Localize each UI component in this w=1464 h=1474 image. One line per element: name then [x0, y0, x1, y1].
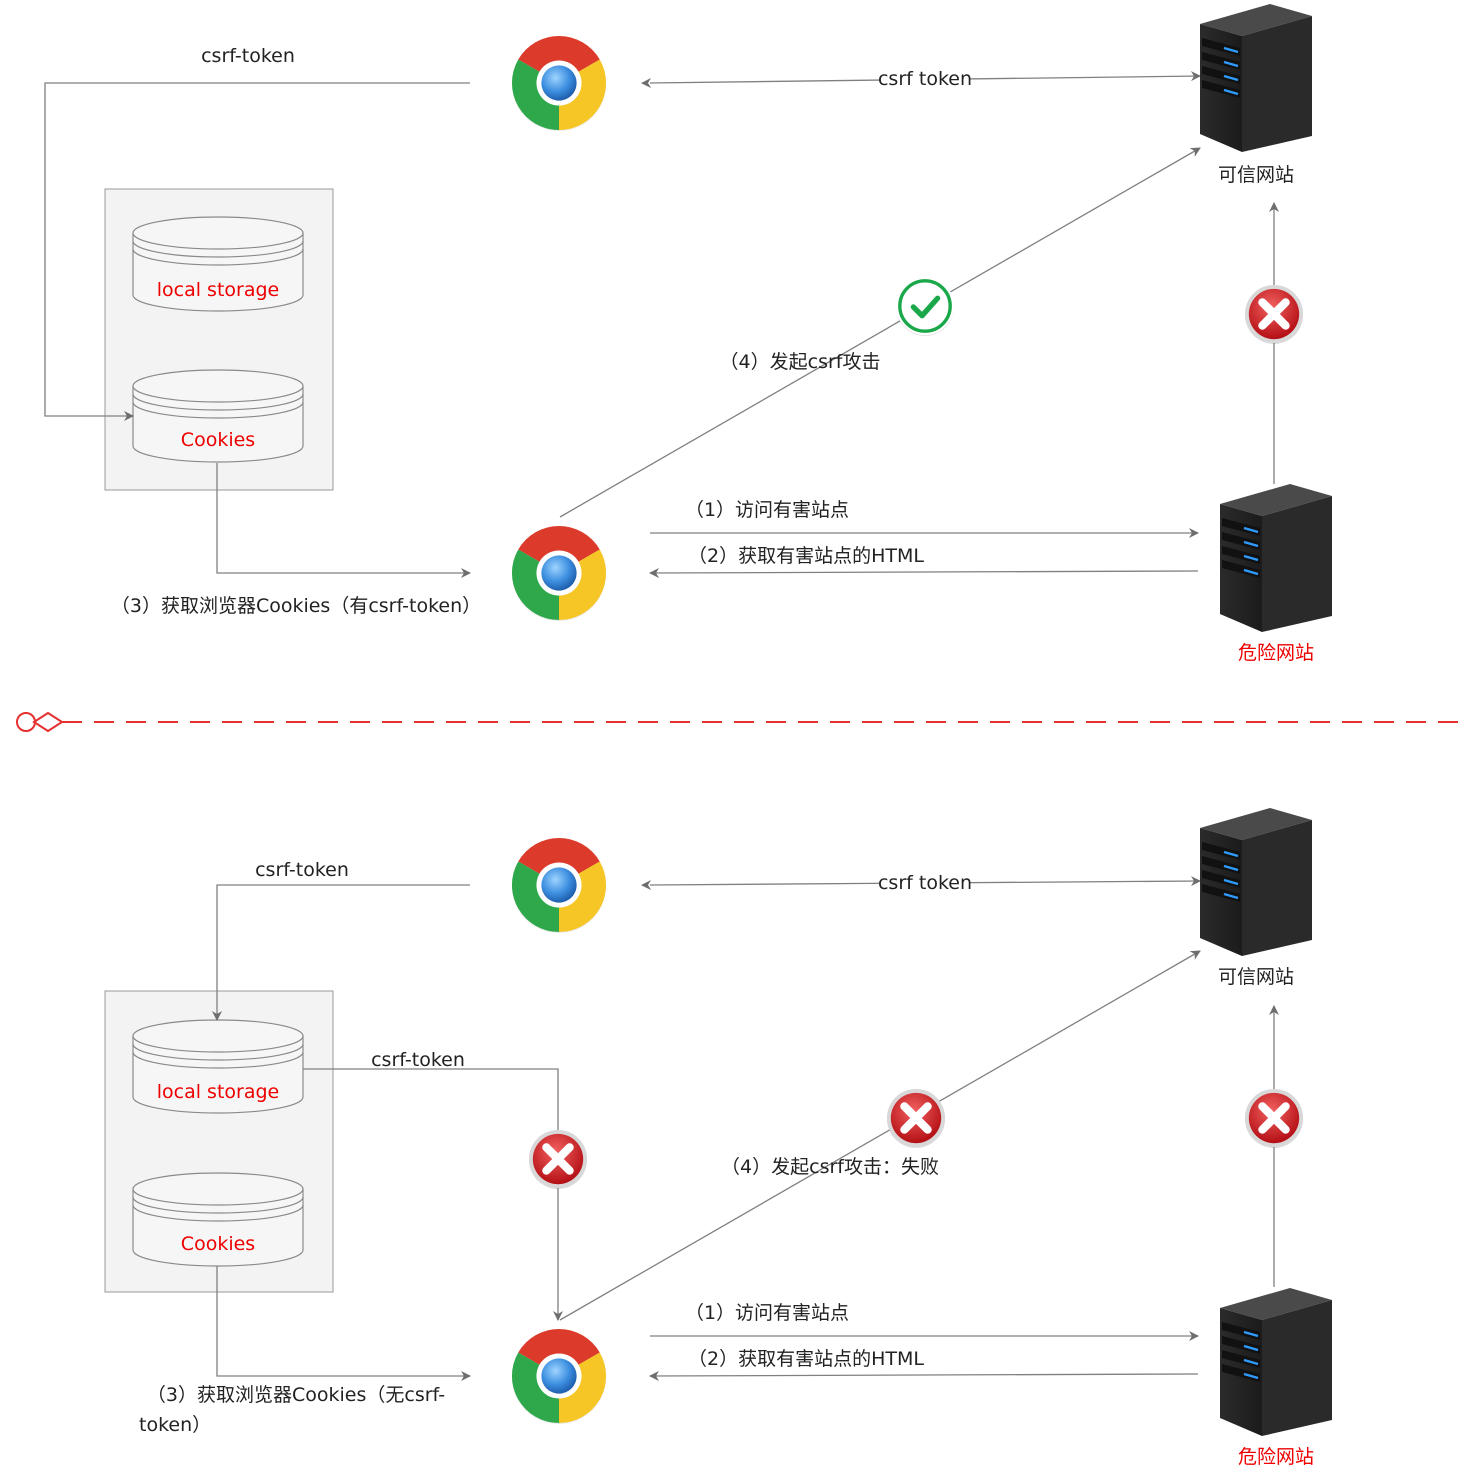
step2-label: （2）获取有害站点的HTML [688, 1348, 924, 1370]
danger-site-label: 危险网站 [1238, 1446, 1314, 1468]
csrf-token-storage-label: csrf-token [371, 1049, 465, 1071]
csrf-token-edge-label: csrf token [878, 68, 972, 90]
error-x-icon [1245, 1089, 1303, 1148]
chrome-browser-icon [511, 525, 607, 622]
error-x-icon [529, 1130, 587, 1189]
local-storage-db-bottom: local storage [132, 1019, 304, 1114]
local-storage-db-top: local storage [132, 216, 304, 312]
bottom-diagram: local storage Cookies csrf-token csrf to… [104, 808, 1332, 1468]
local-storage-label: local storage [157, 279, 280, 301]
step4-label: （4）发起csrf攻击：失败 [721, 1156, 939, 1178]
error-x-icon [887, 1089, 945, 1148]
cookies-db-bottom: Cookies [132, 1172, 304, 1267]
cookies-to-browser-connector [216, 463, 471, 578]
csrf-token-to-storage-connector [212, 884, 470, 1021]
html-connector [649, 567, 1199, 578]
chrome-browser-icon [511, 1328, 607, 1425]
trusted-server-icon [1200, 808, 1312, 956]
storage-to-browser-connector [303, 1068, 563, 1321]
cookies-label: Cookies [181, 429, 255, 451]
danger-server-icon [1220, 484, 1332, 632]
error-x-icon [1245, 285, 1303, 344]
csrf-token-label: csrf-token [201, 45, 295, 67]
trusted-site-label: 可信网站 [1218, 966, 1294, 988]
step3-label-line2: token） [139, 1414, 211, 1436]
cookies-db-top: Cookies [132, 369, 304, 463]
section-divider [16, 711, 1458, 733]
trusted-site-label: 可信网站 [1218, 164, 1294, 186]
attack-connector [559, 147, 1201, 518]
csrf-token-to-cookies-connector [44, 82, 470, 421]
top-diagram: local storage Cookies csrf-token csrf to… [44, 4, 1332, 664]
attack-connector [559, 950, 1201, 1321]
step1-label: （1）访问有害站点 [685, 499, 849, 521]
step4-label: （4）发起csrf攻击 [720, 351, 881, 373]
trusted-server-icon [1200, 4, 1312, 152]
step3-label: （3）获取浏览器Cookies（有csrf-token） [111, 595, 481, 617]
chrome-browser-icon [511, 837, 607, 934]
local-storage-label: local storage [157, 1081, 280, 1103]
check-icon [896, 277, 954, 336]
danger-server-icon [1220, 1288, 1332, 1436]
csrf-token-label: csrf-token [255, 859, 349, 881]
chrome-browser-icon [511, 35, 607, 132]
step3-label-line1: （3）获取浏览器Cookies（无csrf- [147, 1384, 445, 1406]
danger-site-label: 危险网站 [1238, 642, 1314, 664]
step2-label: （2）获取有害站点的HTML [688, 545, 924, 567]
html-connector [649, 1370, 1199, 1381]
step1-label: （1）访问有害站点 [685, 1302, 849, 1324]
cookies-label: Cookies [181, 1233, 255, 1255]
cookies-to-browser-connector [216, 1266, 471, 1381]
csrf-token-edge-label: csrf token [878, 872, 972, 894]
